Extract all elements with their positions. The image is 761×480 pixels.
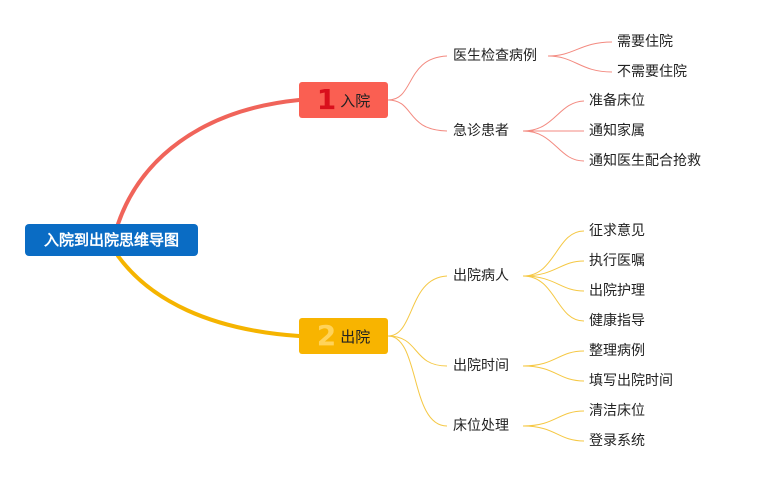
- branch-number: 1: [316, 83, 337, 116]
- root-node[interactable]: 入院到出院思维导图: [25, 224, 198, 256]
- leaf-node[interactable]: 通知医生配合抢救: [589, 153, 701, 169]
- topic-node[interactable]: 床位处理: [453, 418, 509, 434]
- connector-b2t1-c2: [522, 260, 585, 277]
- leaf-node[interactable]: 准备床位: [589, 93, 645, 109]
- connector-b1t2-c3: [522, 130, 585, 162]
- connector-b2-topic-1: [387, 275, 448, 337]
- leaf-node[interactable]: 不需要住院: [617, 64, 687, 80]
- connector-b1-topic-2: [387, 99, 448, 132]
- connector-root-branch-1: [116, 98, 301, 226]
- connector-b2t2-c1: [522, 350, 585, 367]
- connector-b2t3-c1: [522, 410, 585, 427]
- connector-b2t2-c2: [522, 365, 585, 382]
- leaf-node[interactable]: 整理病例: [589, 343, 645, 359]
- connector-b2t3-c2: [522, 425, 585, 442]
- branch-node-discharge[interactable]: 2 出院: [299, 318, 388, 354]
- leaf-node[interactable]: 执行医嘱: [589, 253, 645, 269]
- branch-number: 2: [316, 319, 337, 352]
- connector-b1-topic-1: [387, 55, 448, 101]
- connector-b2-topic-3: [387, 335, 448, 427]
- connector-b2t1-c1: [522, 230, 585, 277]
- leaf-node[interactable]: 填写出院时间: [589, 373, 673, 389]
- topic-node[interactable]: 医生检查病例: [453, 48, 537, 64]
- branch-label: 入院: [340, 91, 371, 110]
- connector-root-branch-2: [116, 254, 301, 338]
- leaf-node[interactable]: 清洁床位: [589, 403, 645, 419]
- connector-b2t1-c3: [522, 275, 585, 292]
- topic-node[interactable]: 出院时间: [453, 358, 509, 374]
- connector-b1t2-c1: [522, 100, 585, 132]
- leaf-node[interactable]: 通知家属: [589, 123, 645, 139]
- topic-node[interactable]: 急诊患者: [453, 123, 509, 139]
- leaf-node[interactable]: 需要住院: [617, 34, 673, 50]
- branch-label: 出院: [340, 327, 371, 346]
- leaf-node[interactable]: 登录系统: [589, 433, 645, 449]
- connector-b2-topic-2: [387, 335, 448, 367]
- branch-node-admission[interactable]: 1 入院: [299, 82, 388, 118]
- leaf-node[interactable]: 征求意见: [589, 223, 645, 239]
- leaf-node[interactable]: 出院护理: [589, 283, 645, 299]
- topic-node[interactable]: 出院病人: [453, 268, 509, 284]
- connector-b1t1-c2: [547, 55, 613, 73]
- connector-b2t1-c4: [522, 275, 585, 322]
- leaf-node[interactable]: 健康指导: [589, 313, 645, 329]
- connector-b1t1-c1: [547, 41, 613, 57]
